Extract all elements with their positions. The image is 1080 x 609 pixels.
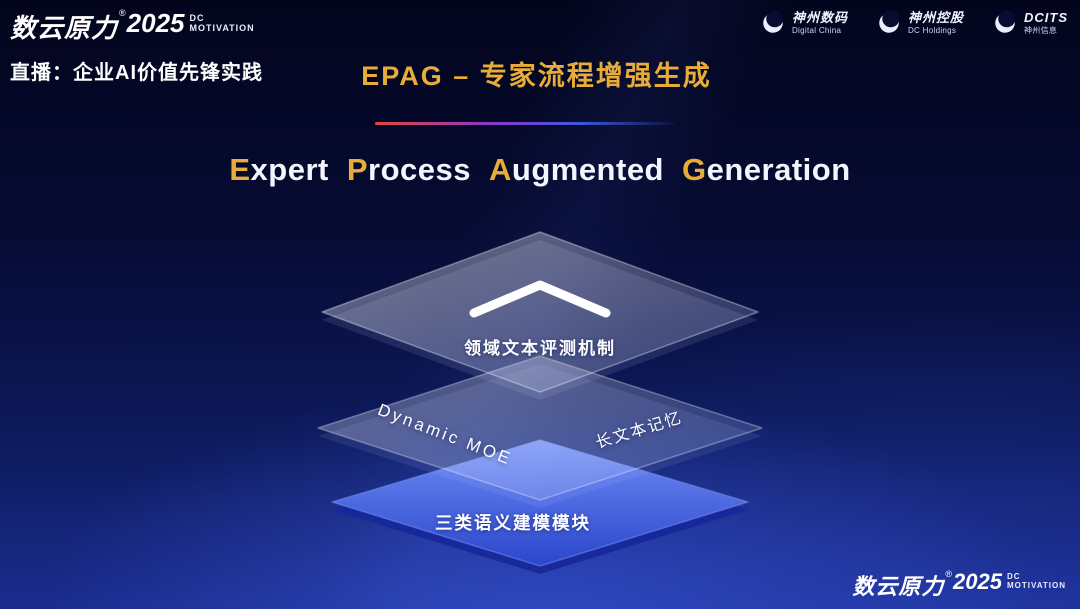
brand-subtitle: DC MOTIVATION (1006, 572, 1066, 591)
logo-cn-name: DCITS (1024, 9, 1068, 25)
swoosh-icon (879, 10, 900, 33)
title-word-rest: xpert (250, 152, 329, 187)
slide-title: EPAG – 专家流程增强生成 (361, 61, 712, 91)
registered-mark: ® (119, 8, 126, 18)
logo-en-name: 神州信息 (1024, 25, 1058, 35)
logo-en-name: DC Holdings (907, 25, 957, 35)
logo-strip: 神州数码 Digital China 神州控股 DC Holdings (760, 10, 1068, 36)
logo-dcits: DCITS 神州信息 (992, 10, 1068, 36)
brand-year: 2025 (126, 8, 185, 38)
live-stream-label: 直播：企业AI价值先锋实践 (10, 62, 263, 84)
brand-sub-line2: MOTIVATION (1006, 580, 1066, 590)
layer-middle-face (317, 355, 763, 501)
logo-cn-name: 神州数码 (791, 9, 848, 25)
layer-top-face (321, 231, 759, 393)
brand-sub-line1: DC (189, 13, 205, 23)
layer-bottom-label: 三类语义建模模块 (435, 513, 591, 533)
brand-year: 2025 (953, 569, 1002, 594)
title-word-rest: ugmented (511, 152, 665, 187)
title-word-rest: eneration (706, 152, 851, 187)
title-word-initial: A (488, 152, 512, 187)
gradient-divider (375, 122, 675, 125)
title-word-rest: rocess (368, 152, 471, 187)
logo-en-name: Digital China (791, 25, 842, 35)
logo-cn-name: 神州控股 (907, 9, 964, 25)
brand-name: 数云原力 (852, 574, 945, 599)
brand-sub-line2: MOTIVATION (189, 22, 255, 33)
title-word-initial: E (229, 152, 251, 187)
main-title: Expert Process Augmented Generation (220, 152, 859, 188)
title-word: Expert (229, 152, 329, 187)
logo-text: 神州数码 Digital China (791, 9, 848, 35)
title-word-initial: P (346, 152, 369, 187)
title-word: Process (347, 152, 471, 187)
registered-mark: ® (945, 569, 953, 579)
brand-logo-top: 数云原力®2025 DC MOTIVATION (10, 8, 255, 45)
swoosh-icon (763, 10, 784, 33)
layer-bottom-face (331, 439, 749, 567)
logo-text: DCITS 神州信息 (1024, 9, 1068, 35)
brand-sub-line1: DC (1006, 572, 1021, 581)
layer-top-label: 领域文本评测机制 (464, 339, 616, 358)
logo-digital-china: 神州数码 Digital China (760, 10, 848, 36)
logo-dc-holdings: 神州控股 DC Holdings (876, 10, 964, 36)
swoosh-icon (995, 10, 1016, 33)
chevron-up-icon (469, 280, 611, 318)
brand-name: 数云原力 (10, 13, 119, 43)
brand-logo-bottom: 数云原力®2025 DC MOTIVATION (852, 569, 1066, 601)
title-word: Augmented (489, 152, 664, 187)
brand-subtitle: DC MOTIVATION (189, 13, 255, 34)
logo-text: 神州控股 DC Holdings (907, 9, 964, 35)
title-word: Generation (682, 152, 851, 187)
title-word-initial: G (682, 152, 707, 187)
